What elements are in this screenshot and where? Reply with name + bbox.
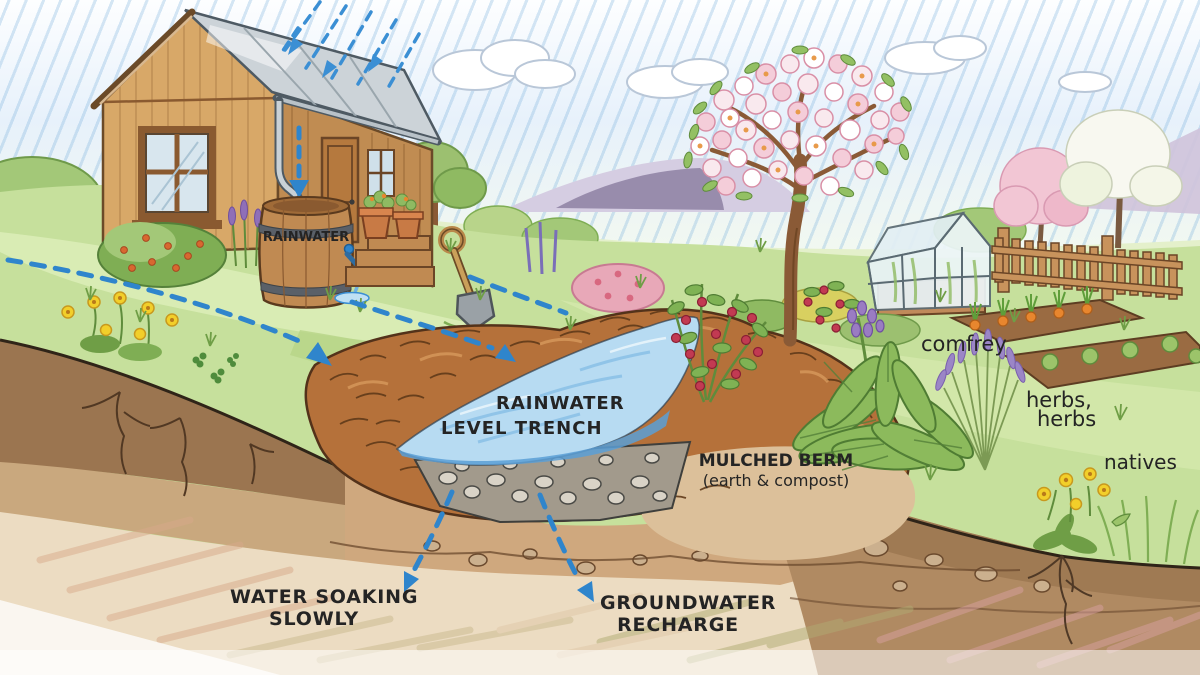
greenhouse	[865, 211, 991, 318]
vegetable-beds	[727, 286, 1200, 390]
blossom-tree-white	[1059, 109, 1183, 249]
trench-water	[395, 316, 700, 466]
shed-window	[132, 126, 222, 229]
berm-label: MULCHED BERM (earth & compost)	[686, 451, 866, 490]
flow-arrowheads	[306, 342, 594, 602]
herbs-label-line2: herbs	[1037, 407, 1097, 431]
herbs-label-line1: herbs,	[1026, 388, 1092, 412]
rain-barrel	[258, 196, 370, 309]
shovel-icon	[438, 226, 496, 332]
natives-plants	[1027, 467, 1200, 645]
flow-arrow-hillside	[5, 257, 309, 347]
berry-bushes	[667, 280, 861, 403]
lavender	[935, 328, 1026, 471]
water-flow-arrows	[5, 257, 583, 585]
clouds	[432, 35, 1112, 99]
groundwater-recharge-line2: RECHARGE	[617, 613, 739, 636]
groundwater-recharge-line1: GROUNDWATER	[600, 592, 777, 614]
flower-pots	[358, 190, 424, 239]
water-soaking-line2: SLOWLY	[269, 607, 359, 630]
groundwater-recharge-label: GROUNDWATER RECHARGE	[600, 592, 777, 637]
downspout-flow-arrow	[289, 125, 309, 198]
fruit-tree	[683, 45, 912, 347]
gutter-downspout	[272, 94, 442, 202]
grass-tufts	[85, 237, 1131, 481]
rain-barrel-label: RAINWATER	[262, 230, 350, 245]
water-soaking-line1: WATER SOAKING	[230, 586, 419, 608]
flow-arrow-soak	[409, 489, 455, 577]
rain-arrowheads	[288, 37, 383, 78]
rain-arrows	[280, 0, 421, 90]
berm-label-line2: (earth & compost)	[702, 470, 850, 490]
natives-label: natives	[1104, 450, 1177, 474]
soil-cross-section	[0, 338, 1200, 675]
trench-label-line2: LEVEL TRENCH	[441, 418, 603, 439]
steps	[345, 235, 435, 287]
comfrey-label: comfrey	[921, 332, 1007, 356]
flow-arrow-barrel-to-trench	[349, 299, 495, 351]
water-soaking-label: WATER SOAKING SLOWLY	[230, 586, 419, 631]
flow-dashes-upper	[467, 274, 569, 316]
flowering-bush	[97, 222, 227, 288]
flow-arrow-recharge	[537, 492, 583, 585]
berm-label-line1: MULCHED BERM	[698, 451, 854, 471]
trench-label-line1: RAINWATER	[496, 393, 625, 414]
clover	[192, 352, 239, 384]
comfrey-plant	[792, 300, 974, 472]
picket-fence	[991, 227, 1183, 301]
